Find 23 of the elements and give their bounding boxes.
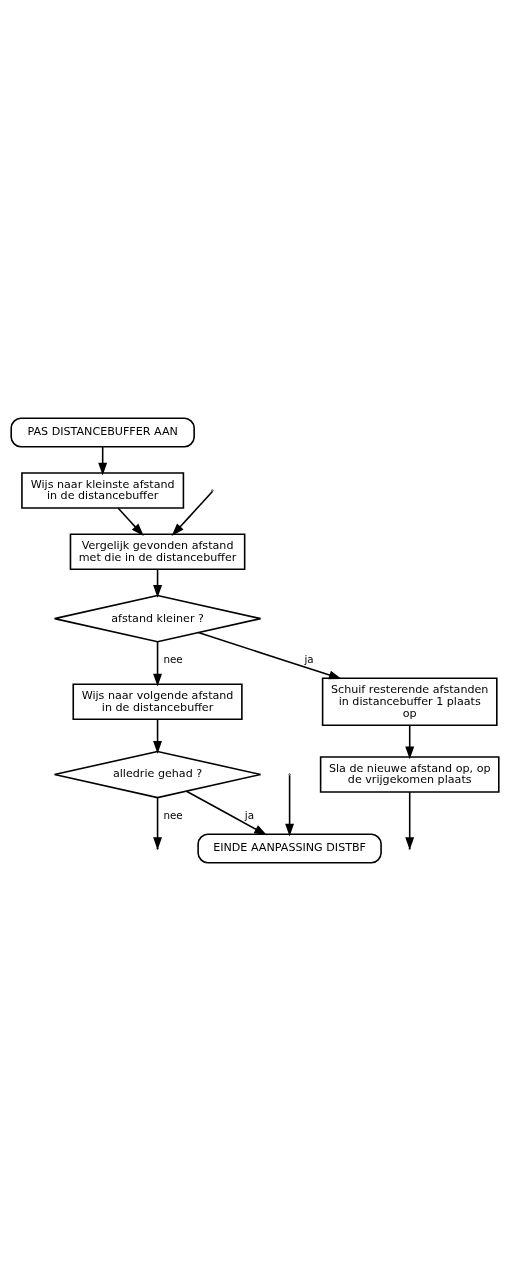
- node-box: Schuif resterende afstanden in distancebuffer 1 plaats op: [321, 677, 498, 726]
- node-box: PAS DISTANCEBUFFER AAN: [10, 417, 195, 448]
- arrow: [197, 631, 342, 680]
- arrow: [405, 791, 415, 850]
- edge-label: ja: [244, 808, 254, 821]
- node-diamond: alledrie gehad ?: [53, 750, 262, 799]
- arrow: [153, 718, 163, 754]
- arrow: [153, 640, 163, 687]
- arrow: [185, 790, 267, 836]
- arrow: [285, 774, 295, 837]
- node-box: EINDE AANPASSING DISTBF: [197, 833, 382, 864]
- edge-label: ja: [304, 652, 314, 665]
- arrow: [171, 490, 214, 536]
- edge-label: nee: [163, 808, 183, 821]
- node-box: Sla de nieuwe afstand op, op de vrijgekomen plaats: [319, 756, 500, 793]
- arrow: [153, 797, 163, 851]
- edge-label: nee: [163, 652, 183, 665]
- node-box: Wijs naar kleinste afstand in de distancebuffer: [21, 472, 185, 509]
- node-diamond: afstand kleiner ?: [53, 594, 262, 643]
- node-box: Vergelijk gevonden afstand met die in de distancebuffer: [69, 533, 246, 571]
- node-box: Wijs naar volgende afstand in de distancebuffer: [72, 683, 243, 721]
- arrow: [117, 507, 144, 536]
- arrow: [405, 724, 415, 760]
